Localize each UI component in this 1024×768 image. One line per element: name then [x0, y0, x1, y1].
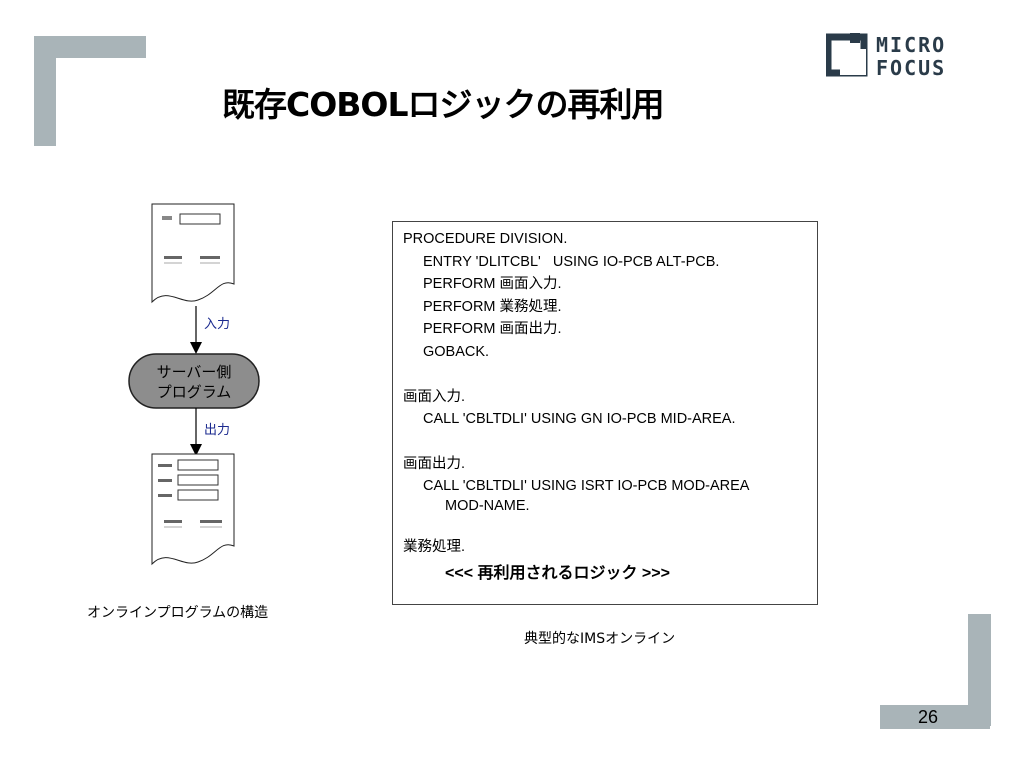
output-label: 出力	[204, 423, 230, 438]
code-line: ENTRY 'DLITCBL' USING IO-PCB ALT-PCB.	[423, 253, 720, 270]
down-arrow-icon	[190, 444, 202, 456]
code-line: 画面入力.	[403, 388, 466, 405]
code-line: 業務処理.	[403, 538, 466, 555]
code-line: CALL 'CBLTDLI' USING ISRT IO-PCB MOD-ARE…	[423, 478, 750, 495]
page-number: 26	[880, 705, 990, 729]
code-line: PROCEDURE DIVISION.	[403, 231, 568, 247]
input-label: 入力	[204, 317, 230, 332]
bottom-right-bracket-vertical	[968, 614, 991, 726]
online-program-diagram: 入力 サーバー側 プログラム 出力	[128, 203, 260, 566]
diagram-caption: オンラインプログラムの構造	[87, 605, 269, 621]
logo-line1: MICRO	[876, 33, 946, 57]
down-arrow-icon	[190, 342, 202, 354]
code-line: GOBACK.	[423, 343, 490, 360]
micro-focus-logo: MICRO FOCUS	[826, 33, 946, 79]
code-line: MOD-NAME.	[445, 497, 530, 514]
slide-title: 既存COBOLロジックの再利用	[222, 85, 665, 124]
code-line: CALL 'CBLTDLI' USING GN IO-PCB MID-AREA.	[423, 411, 736, 428]
logo-line2: FOCUS	[876, 56, 946, 79]
code-line: PERFORM 業務処理.	[423, 298, 562, 315]
cobol-code-box: PROCEDURE DIVISION. ENTRY 'DLITCBL' USIN…	[392, 221, 818, 605]
top-left-bracket-horizontal	[34, 36, 146, 58]
output-screen-document	[151, 453, 235, 566]
code-caption: 典型的なIMSオンライン	[524, 631, 676, 647]
server-program-line2: プログラム	[157, 383, 232, 401]
top-left-bracket-vertical	[34, 36, 56, 146]
code-line: PERFORM 画面入力.	[423, 276, 562, 293]
input-screen-document	[151, 203, 235, 304]
code-line: 画面出力.	[403, 455, 466, 472]
server-program-line1: サーバー側	[157, 363, 232, 381]
reused-logic-line: <<< 再利用されるロジック >>>	[445, 564, 670, 582]
code-line: PERFORM 画面出力.	[423, 321, 562, 338]
server-program-node	[128, 353, 260, 409]
